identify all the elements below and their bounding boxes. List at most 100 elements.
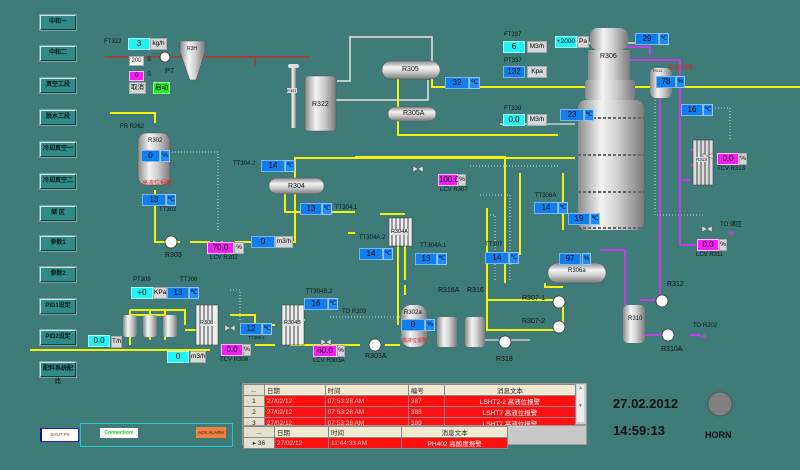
lcv-r311-value[interactable]: 0.0 — [697, 239, 719, 251]
nav-button-dehydrate[interactable]: 脱水工段 — [40, 110, 76, 125]
nav-button-neutralize-1[interactable]: 中和一 — [40, 15, 76, 30]
stop-button[interactable]: 取消 — [129, 82, 146, 94]
r306-low-temp-unit: ℃ — [590, 213, 600, 225]
r302a-level-value: 0 — [401, 319, 425, 331]
lcv-r303a-value[interactable]: 60.0 — [313, 345, 337, 357]
r306a-level-unit: % — [582, 253, 591, 265]
ack-alarm-button[interactable]: ACK ALARM — [196, 427, 226, 438]
nav-button-pid2[interactable]: PID2设定 — [40, 330, 76, 345]
col-text: 消息文本 — [443, 384, 577, 396]
p7-set-value[interactable]: 200 — [129, 56, 144, 66]
to-storage-label: TO 储区 — [720, 222, 742, 228]
r306-top-temp-unit: ℃ — [659, 33, 669, 45]
start-button[interactable]: 启动 — [153, 82, 170, 94]
lcv-r302-value[interactable]: 70.0 — [207, 242, 234, 254]
current-alarm-table[interactable]: ... 日期 时间 消息文本 ▸ 36 27/02/12 11:44:33 AM… — [242, 425, 587, 449]
tt306a-value: 14 — [534, 202, 558, 214]
lcv-r311-unit: % — [719, 239, 727, 251]
r313-temp-unit: ℃ — [703, 104, 713, 116]
r302a-level-unit: % — [425, 319, 435, 331]
pt337-tag: PT337 — [504, 58, 522, 64]
tt304a-1-value: 13 — [415, 253, 437, 265]
ft322-value: 3 — [128, 38, 150, 50]
r306-press-value: +2000 — [555, 36, 577, 48]
pt337-value: 132 — [503, 66, 525, 78]
tcv-r308-value[interactable]: 0.0 — [221, 344, 243, 356]
tt304b-2-value: 16 — [304, 298, 328, 310]
tcv-r308-unit: % — [243, 344, 251, 356]
nav-button-params-2[interactable]: 参数2 — [40, 267, 76, 282]
r311-alarm-label: 高液位报警 — [668, 65, 694, 71]
r313-temp-value: 16 — [681, 104, 703, 116]
shutdown-button[interactable]: SHUT PK — [40, 428, 79, 442]
r302a-label: R302a — [404, 310, 422, 316]
r304a-label: R304A — [391, 229, 408, 235]
r306-label: R306 — [600, 53, 617, 60]
to-r203-label: TO R203 — [342, 309, 367, 315]
tt304b-2-tag: TT304B.2 — [306, 289, 333, 295]
r306-mid-temp-value: 23 — [560, 109, 584, 121]
fr-r262-tag: FR R262 — [120, 124, 145, 130]
r311-level-value: 78 — [656, 76, 676, 88]
p7-set-unit: S — [147, 57, 152, 63]
r305-label: R305 — [402, 66, 419, 73]
tank-r316 — [465, 317, 485, 347]
vessel-r305 — [381, 60, 441, 80]
tcv-r308-tag: TCV R308 — [220, 357, 249, 363]
tt304-1-tag: TT304.1 — [335, 205, 358, 211]
r305-temp-value: 32 — [445, 77, 469, 89]
nav-button-cool-vacuum-2[interactable]: 冷却真空二 — [40, 174, 76, 189]
tt302-tag: TT302 — [159, 207, 177, 213]
tt304a-1-unit: ℃ — [437, 253, 447, 265]
tcv-r313-tag: TCV R313 — [717, 166, 746, 172]
nav-button-storage[interactable]: 储 区 — [40, 206, 76, 221]
alarm-scrollbar[interactable]: ▲▼ — [577, 385, 584, 422]
ft339-tag: FT339 — [504, 106, 522, 112]
tt304b-2-unit: ℃ — [328, 298, 338, 310]
tt304a-2-unit: ℃ — [383, 248, 393, 260]
tt306a-tag: TT306A — [535, 193, 557, 199]
lcv-r307-value[interactable]: 100.0 — [438, 174, 460, 186]
tt304-2-tag: TT304.2 — [233, 161, 256, 167]
nav-button-cool-vacuum-1[interactable]: 冷却真空一 — [40, 142, 76, 157]
horn-button[interactable] — [708, 392, 732, 416]
ft337a-unit: M3/h — [527, 41, 547, 53]
lcv-r302-tag: LCV R302 — [210, 255, 238, 261]
col-index: ... — [243, 384, 265, 396]
nav-button-vacuum[interactable]: 真空工段 — [40, 78, 76, 93]
r307-2-label: R307-2 — [522, 318, 545, 325]
tt302-unit: ℃ — [166, 194, 176, 206]
tcv-r313-value[interactable]: 0.0 — [717, 153, 739, 165]
ft322-unit: kg/h — [150, 38, 167, 50]
r313-label: R313 — [696, 157, 707, 162]
tt302-value: 13 — [142, 194, 166, 206]
r311-label: R311 — [653, 68, 663, 73]
pipes-yellow — [30, 75, 800, 351]
nav-button-params-1[interactable]: 参数1 — [40, 236, 76, 251]
filters — [123, 315, 177, 337]
r305a-label: R305A — [403, 110, 425, 117]
lcv-r307-tag: LCV R307 — [440, 187, 468, 193]
r302-level-value: 0 — [141, 150, 160, 162]
nav-button-neutralize-2[interactable]: 中和二 — [40, 46, 76, 61]
pipes-purple — [600, 46, 700, 336]
nav-button-pid1[interactable]: PID1设定 — [40, 299, 76, 314]
r308-flow-unit: m3/h — [190, 351, 206, 363]
alarm-row[interactable]: 2 27/02/12 07:53:28 AM 388 LSHT7 高液位报警 — [243, 406, 577, 418]
ft337a-value: 6 — [503, 41, 525, 53]
r306-mid-temp-unit: ℃ — [584, 109, 594, 121]
vessel-r310 — [623, 305, 645, 343]
r302-alarm-label: 高液位报警 — [142, 181, 173, 187]
tt307-unit: ℃ — [509, 252, 519, 264]
pt309-unit: KPa — [153, 287, 167, 299]
r318-label: R318 — [496, 356, 513, 363]
tt304a-1-tag: TT304A.1 — [420, 243, 447, 249]
pipe-red — [105, 56, 256, 66]
arrow-right-icon-2: ➜ — [699, 331, 707, 341]
r310-label: R310 — [628, 316, 643, 322]
current-alarm-row[interactable]: ▸ 36 27/02/12 11:44:33 AM PH402 高酸度报警 — [243, 437, 508, 449]
col-time: 时间 — [324, 384, 409, 396]
nav-button-batching[interactable]: 配料系统配比 — [40, 362, 76, 385]
alarm-history-table[interactable]: ... 日期 时间 编号 消息文本 1 27/02/12 07:53:28 AM… — [242, 383, 587, 429]
alarm-row[interactable]: 1 27/02/12 07:53:28 AM 387 LSHT2-2 高液位报警 — [243, 395, 577, 407]
